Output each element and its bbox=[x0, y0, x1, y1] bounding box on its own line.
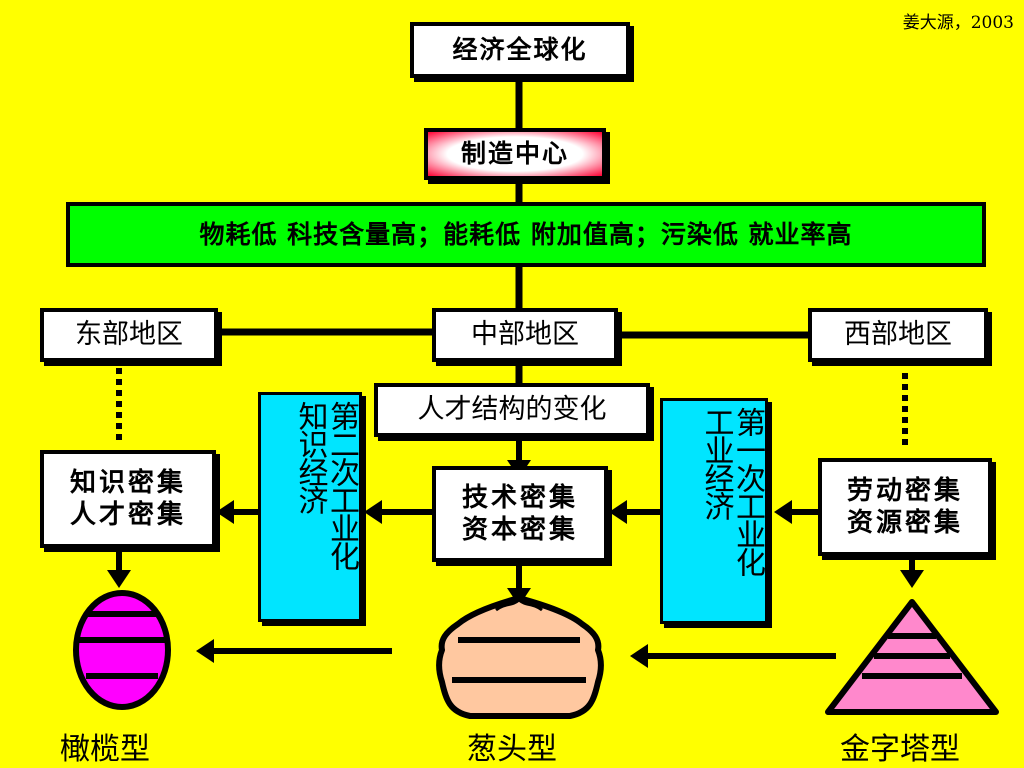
pyramid-label: 金字塔型 bbox=[840, 732, 960, 767]
first-industrialization-line1: 第一次工业化 bbox=[730, 407, 765, 575]
west-region-label: 西部地区 bbox=[844, 319, 952, 351]
attribution: 姜大源，2003 bbox=[902, 13, 1014, 33]
first-industrialization-box: 第一次工业化 工业经济 bbox=[660, 398, 768, 624]
labor-intensive-box: 劳动密集 资源密集 bbox=[818, 458, 992, 556]
arrowhead-left-3 bbox=[609, 500, 627, 524]
technology-intensive-box: 技术密集 资本密集 bbox=[432, 466, 608, 562]
talent-change-box: 人才结构的变化 bbox=[374, 383, 650, 437]
manufacturing-center-box: 制造中心 bbox=[424, 128, 606, 180]
east-region-box: 东部地区 bbox=[40, 308, 218, 362]
globalization-label: 经济全球化 bbox=[452, 35, 588, 65]
knowledge-intensive-line2: 人才密集 bbox=[69, 500, 186, 530]
olive-label: 橄榄型 bbox=[60, 732, 150, 767]
second-industrialization-box: 第二次工业化 知识经济 bbox=[258, 392, 362, 622]
second-industrialization-line2: 知识经济 bbox=[292, 401, 328, 513]
onion-label: 葱头型 bbox=[467, 732, 557, 767]
second-industrialization-line1: 第二次工业化 bbox=[324, 401, 359, 569]
west-region-box: 西部地区 bbox=[808, 308, 988, 362]
characteristics-banner: 物耗低 科技含量高；能耗低 附加值高；污染低 就业率高 bbox=[66, 202, 986, 267]
first-industrialization-line2: 工业经济 bbox=[698, 407, 734, 519]
knowledge-intensive-box: 知识密集 人才密集 bbox=[40, 450, 216, 548]
olive-shape bbox=[73, 590, 171, 710]
central-region-box: 中部地区 bbox=[432, 308, 618, 362]
onion-shape bbox=[436, 595, 604, 719]
labor-intensive-line1: 劳动密集 bbox=[846, 475, 963, 506]
arrowhead-left-1 bbox=[216, 500, 234, 524]
labor-intensive-line2: 资源密集 bbox=[846, 508, 963, 538]
technology-intensive-line1: 技术密集 bbox=[461, 482, 578, 513]
arrowhead-down-1 bbox=[107, 570, 131, 588]
arrowhead-down-3 bbox=[900, 570, 924, 588]
knowledge-intensive-line1: 知识密集 bbox=[69, 467, 186, 498]
technology-intensive-line2: 资本密集 bbox=[461, 515, 578, 545]
central-region-label: 中部地区 bbox=[471, 319, 579, 351]
arrowhead-left-4 bbox=[774, 500, 792, 524]
east-region-label: 东部地区 bbox=[75, 319, 183, 351]
arrowhead-bottom-1 bbox=[196, 639, 214, 663]
manufacturing-center-label: 制造中心 bbox=[460, 139, 569, 169]
arrowhead-bottom-2 bbox=[630, 644, 648, 668]
characteristics-text: 物耗低 科技含量高；能耗低 附加值高；污染低 就业率高 bbox=[199, 219, 853, 249]
arrowhead-left-2 bbox=[364, 500, 382, 524]
pyramid-shape bbox=[825, 599, 999, 715]
globalization-box: 经济全球化 bbox=[410, 22, 630, 78]
talent-change-label: 人才结构的变化 bbox=[417, 394, 607, 426]
